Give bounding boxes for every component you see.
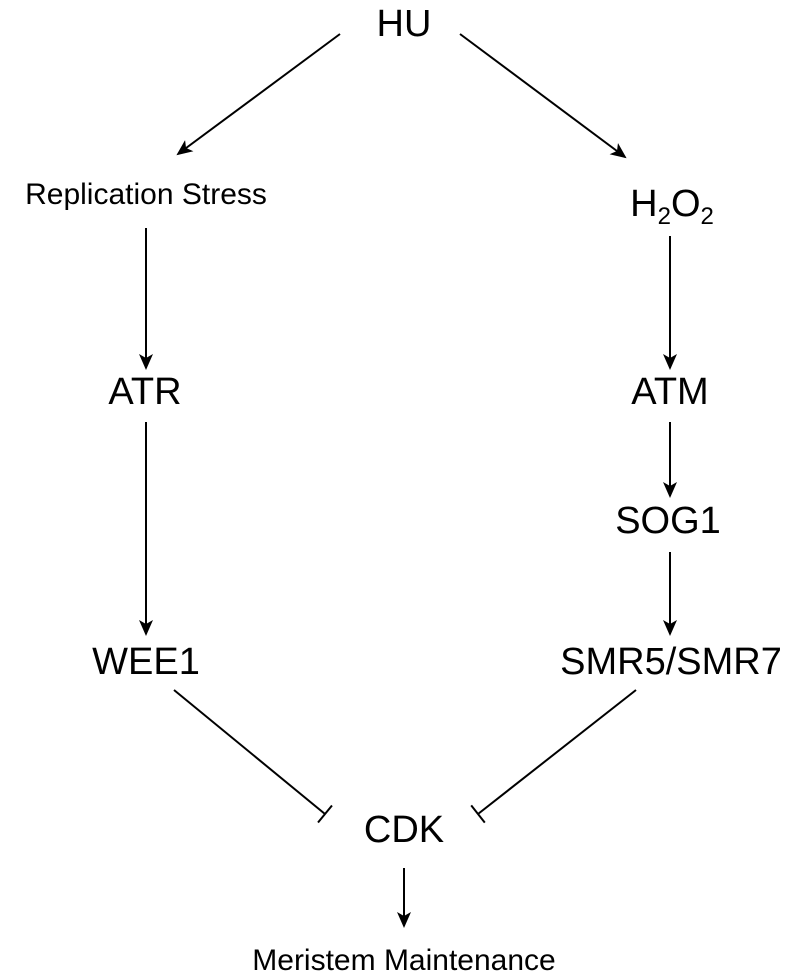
- node-meristem-maintenance: Meristem Maintenance: [252, 944, 556, 977]
- inhibition-bar-wee1: [317, 804, 333, 824]
- inhibition-edge-wee1-to-cdk: [173, 689, 326, 815]
- h2o2-subscript-2: 2: [700, 203, 714, 230]
- node-cdk: CDK: [363, 809, 445, 851]
- arrow-edge-hu-to-h2o2: [459, 33, 627, 159]
- h2o2-h: H: [630, 183, 658, 225]
- h2o2-o: O: [670, 183, 701, 225]
- node-atm: ATM: [631, 371, 709, 413]
- inhibition-edge-smr5-smr7-to-cdk: [477, 689, 637, 815]
- h2o2-subscript-1: 2: [657, 203, 671, 230]
- node-hu: HU: [376, 3, 432, 45]
- node-sog1: SOG1: [615, 500, 721, 542]
- node-wee1: WEE1: [92, 641, 200, 683]
- arrow-edge-hu-to-replication-stress: [176, 33, 341, 156]
- node-smr5-smr7: SMR5/SMR7: [560, 641, 782, 683]
- node-h2o2: H2O2: [630, 183, 714, 229]
- node-atr: ATR: [108, 371, 182, 413]
- node-replication-stress: Replication Stress: [25, 178, 267, 211]
- inhibition-bar-smr5-smr7: [470, 804, 486, 824]
